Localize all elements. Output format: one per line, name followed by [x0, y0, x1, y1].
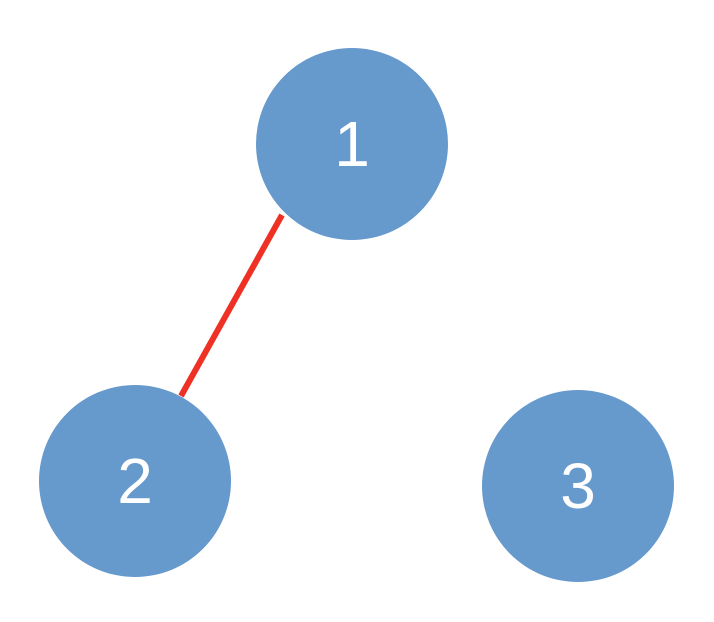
node-label-3: 3 — [560, 450, 596, 522]
graph-node-3[interactable]: 3 — [482, 390, 674, 582]
node-label-2: 2 — [117, 445, 153, 517]
graph-node-1[interactable]: 1 — [256, 48, 448, 240]
graph-node-2[interactable]: 2 — [39, 385, 231, 577]
node-label-1: 1 — [334, 108, 370, 180]
edge-1-to-2[interactable] — [178, 213, 285, 398]
